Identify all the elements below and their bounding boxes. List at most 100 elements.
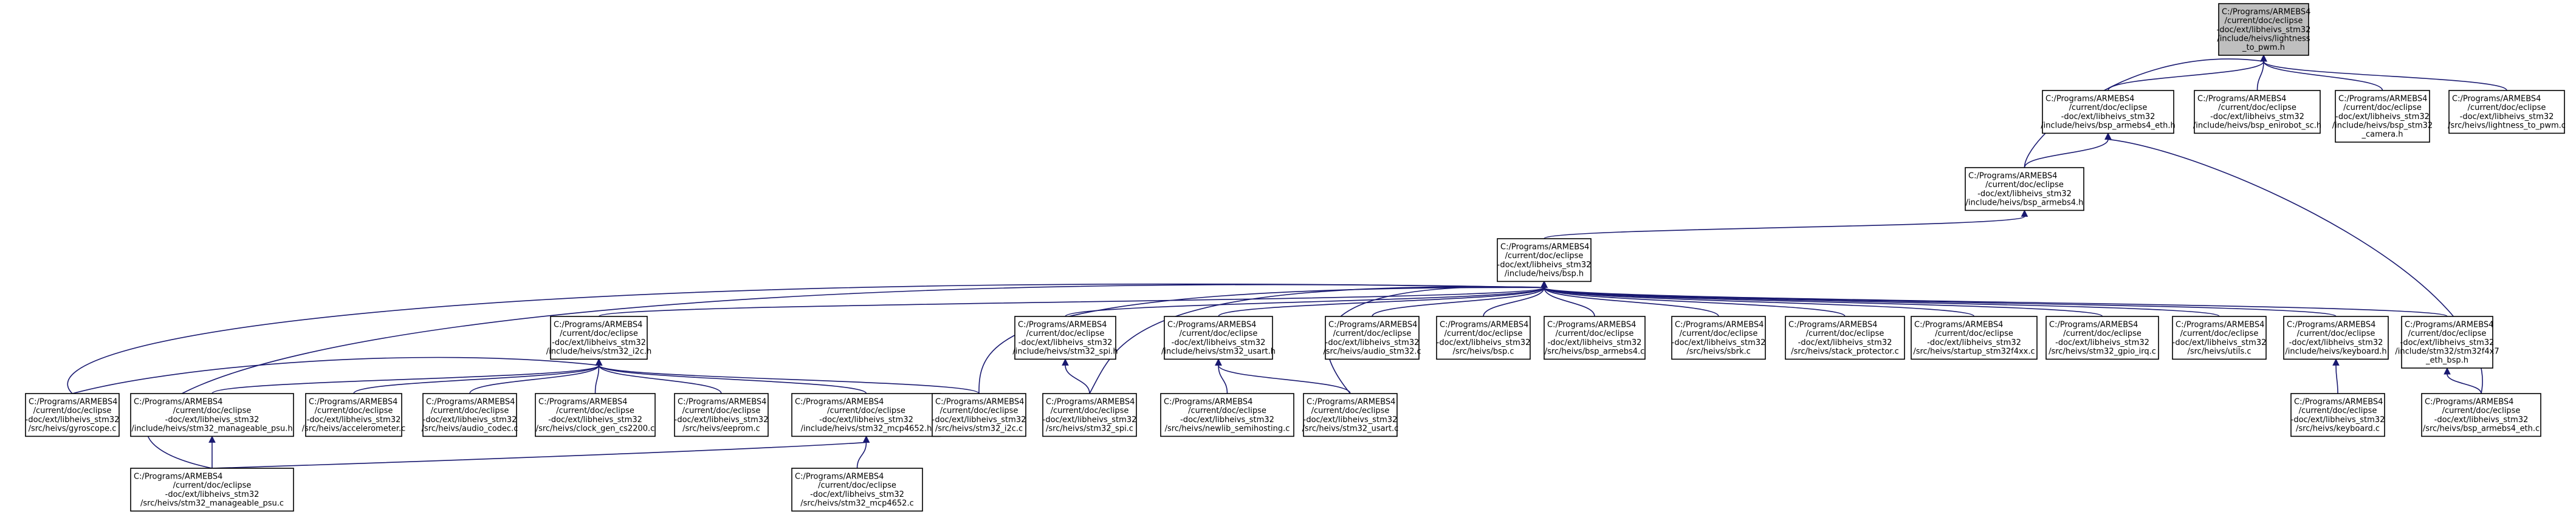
node-label-line: /current/doc/eclipse [1051,406,1129,415]
node-label-line: -doc/ext/libheivs_stm32 [1798,338,1892,347]
node-stm32f4x7_eth_bsp_h[interactable]: C:/Programs/ARMEBS4/current/doc/eclipse-… [2395,316,2499,369]
node-label-line: -doc/ext/libheivs_stm32 [1018,338,1113,347]
node-label-line: /include/heivs/bsp.h [1505,269,1584,278]
edge-stack_protector_c-to-bsp_h [1544,287,1846,317]
edge-keyboard_h-to-bsp_h [1544,287,2337,317]
edge-bsp_h-to-bsp_armebs4_h [1544,216,2025,239]
node-label-line: /src/heivs/stack_protector.c [1791,347,1898,356]
node-sbrk_c[interactable]: C:/Programs/ARMEBS4/current/doc/eclipse-… [1671,316,1766,360]
node-label-line: -doc/ext/libheivs_stm32 [1172,338,1266,347]
node-label-line: _to_pwm.h [2242,43,2285,52]
node-label-line: /src/heivs/stm32_usart.c [1302,424,1399,433]
node-bsp_c[interactable]: C:/Programs/ARMEBS4/current/doc/eclipse-… [1436,316,1531,360]
node-bsp_stm32_camera_h[interactable]: C:/Programs/ARMEBS4/current/doc/eclipse-… [2332,90,2433,143]
node-mcp4652_c[interactable]: C:/Programs/ARMEBS4/current/doc/eclipse-… [791,468,923,512]
node-label-line: /current/doc/eclipse [940,406,1018,415]
node-label-line: /current/doc/eclipse [560,329,638,338]
node-bsp_h[interactable]: C:/Programs/ARMEBS4/current/doc/eclipse-… [1497,238,1592,282]
node-stm32_i2c_h[interactable]: C:/Programs/ARMEBS4/current/doc/eclipse-… [546,316,652,360]
node-audio_stm32_c[interactable]: C:/Programs/ARMEBS4/current/doc/eclipse-… [1323,316,1421,360]
node-audio_codec_c[interactable]: C:/Programs/ARMEBS4/current/doc/eclipse-… [422,393,518,437]
node-bsp_armebs4_eth_c[interactable]: C:/Programs/ARMEBS4/current/doc/eclipse-… [2421,393,2541,437]
node-keyboard_h[interactable]: C:/Programs/ARMEBS4/current/doc/eclipse-… [2283,316,2389,360]
node-label-line: _camera.h [2361,130,2403,139]
node-label-line: C:/Programs/ARMEBS4 [2452,95,2541,104]
node-label-line: /src/heivs/bsp_armebs4.c [1545,347,1645,356]
node-label-line: C:/Programs/ARMEBS4 [134,473,222,482]
node-stm32_usart_h[interactable]: C:/Programs/ARMEBS4/current/doc/eclipse-… [1161,316,1276,360]
node-label-line: -doc/ext/libheivs_stm32 [1548,338,1642,347]
node-mcp4652_h[interactable]: C:/Programs/ARMEBS4/current/doc/eclipse-… [791,393,941,437]
node-label-line: /current/doc/eclipse [1180,329,1258,338]
node-label-line: -doc/ext/libheivs_stm32 [1497,261,1592,270]
node-stack_protector_c[interactable]: C:/Programs/ARMEBS4/current/doc/eclipse-… [1785,316,1905,360]
edge-bsp_armebs4_eth_c-to-stm32f4x7_eth_bsp_h [2447,374,2482,394]
edge-bsp_armebs4_eth_h-to-lightness [2107,61,2264,91]
node-bsp_armebs4_h[interactable]: C:/Programs/ARMEBS4/current/doc/eclipse-… [1965,167,2084,211]
node-label-line: /src/heivs/audio_codec.c [422,424,518,433]
node-label-line: -doc/ext/libheivs_stm32 [2217,26,2311,35]
arrowhead-stm32_usart_c-to-stm32_usart_h [1215,358,1222,366]
node-label-line: /src/heivs/stm32_mcp4652.c [800,499,913,508]
edge-gyroscope_c-to-stm32_i2c_h [72,357,599,394]
node-label-line: C:/Programs/ARMEBS4 [1167,321,1256,330]
node-gpio_irq_c[interactable]: C:/Programs/ARMEBS4/current/doc/eclipse-… [2045,316,2159,360]
node-label-line: /src/heivs/sbrk.c [1686,347,1751,356]
node-bsp_armebs4_c[interactable]: C:/Programs/ARMEBS4/current/doc/eclipse-… [1544,316,1646,360]
node-box [1785,316,1905,360]
node-startup_c[interactable]: C:/Programs/ARMEBS4/current/doc/eclipse-… [1911,316,2038,360]
node-gyroscope_c[interactable]: C:/Programs/ARMEBS4/current/doc/eclipse-… [25,393,120,437]
node-bsp_armebs4_eth_h[interactable]: C:/Programs/ARMEBS4/current/doc/eclipse-… [2041,90,2176,134]
arrowhead-bsp_armebs4_eth_c-to-bsp_armebs4_eth_h [2104,132,2112,140]
node-label-line: -doc/ext/libheivs_stm32 [675,415,769,425]
node-label-line: -doc/ext/libheivs_stm32 [1043,415,1137,425]
edge-newlib_c-to-stm32_usart_h [1218,365,1228,394]
node-label-line: C:/Programs/ARMEBS4 [1788,321,1877,330]
node-utils_c[interactable]: C:/Programs/ARMEBS4/current/doc/eclipse-… [2172,316,2267,360]
node-stm32_usart_c[interactable]: C:/Programs/ARMEBS4/current/doc/eclipse-… [1302,393,1399,437]
node-eeprom_c[interactable]: C:/Programs/ARMEBS4/current/doc/eclipse-… [674,393,769,437]
edge-stm32_spi_c-to-stm32_spi_h [1065,365,1090,394]
node-box [2218,3,2309,56]
node-label-line: -doc/ext/libheivs_stm32 [2400,338,2495,347]
arrowhead-keyboard_c-to-keyboard_h [2332,358,2340,366]
node-label-line: /current/doc/eclipse [2442,406,2521,415]
node-label-line: C:/Programs/ARMEBS4 [1046,398,1135,407]
node-label-line: C:/Programs/ARMEBS4 [1440,321,1528,330]
edge-mcp4652_h-to-stm32_i2c_h [598,364,867,394]
node-newlib_c[interactable]: C:/Programs/ARMEBS4/current/doc/eclipse-… [1160,393,1294,437]
node-label-line: -doc/ext/libheivs_stm32 [1927,338,2021,347]
node-lightness_c[interactable]: C:/Programs/ARMEBS4/current/doc/eclipse-… [2448,90,2566,134]
node-label-line: /current/doc/eclipse [1188,406,1266,415]
node-accelerometer_c[interactable]: C:/Programs/ARMEBS4/current/doc/eclipse-… [302,393,406,437]
node-box [2421,393,2541,437]
node-box [535,393,656,437]
node-manageable_psu_h[interactable]: C:/Programs/ARMEBS4/current/doc/eclipse-… [130,393,294,437]
node-label-line: /src/heivs/stm32_i2c.c [935,424,1023,433]
node-bsp_enirobot_sc_h[interactable]: C:/Programs/ARMEBS4/current/doc/eclipse-… [2193,90,2321,134]
arrowhead-manageable_psu_c-to-manageable_psu_h [208,435,216,443]
node-stm32_spi_h[interactable]: C:/Programs/ARMEBS4/current/doc/eclipse-… [1012,316,1118,360]
node-label-line: C:/Programs/ARMEBS4 [2045,95,2134,104]
node-manageable_psu_c[interactable]: C:/Programs/ARMEBS4/current/doc/eclipse-… [130,468,294,512]
node-box [550,316,648,360]
node-label-line: /src/heivs/newlib_semihosting.c [1165,424,1290,433]
node-label-line: -doc/ext/libheivs_stm32 [1437,338,1531,347]
node-stm32_spi_c[interactable]: C:/Programs/ARMEBS4/current/doc/eclipse-… [1042,393,1137,437]
node-label-line: /current/doc/eclipse [1311,406,1390,415]
node-stm32_i2c_c[interactable]: C:/Programs/ARMEBS4/current/doc/eclipse-… [932,393,1026,437]
node-label-line: C:/Programs/ARMEBS4 [2176,321,2264,330]
node-label-line: C:/Programs/ARMEBS4 [2197,95,2286,104]
edge-eeprom_c-to-stm32_i2c_h [598,365,722,394]
node-label-line: -doc/ext/libheivs_stm32 [2335,112,2430,121]
node-box [791,468,923,512]
node-label-line: /current/doc/eclipse [1333,329,1412,338]
node-label-line: -doc/ext/libheivs_stm32 [2289,338,2383,347]
node-clock_gen_c[interactable]: C:/Programs/ARMEBS4/current/doc/eclipse-… [535,393,656,437]
node-label-line: /current/doc/eclipse [2218,103,2296,112]
arrowhead-bsp_armebs4_h-to-lightness [2260,54,2267,62]
node-keyboard_c[interactable]: C:/Programs/ARMEBS4/current/doc/eclipse-… [2290,393,2385,437]
node-label-line: /include/stm32/stm32f4x7 [2395,347,2499,356]
node-label-line: /current/doc/eclipse [827,406,905,415]
